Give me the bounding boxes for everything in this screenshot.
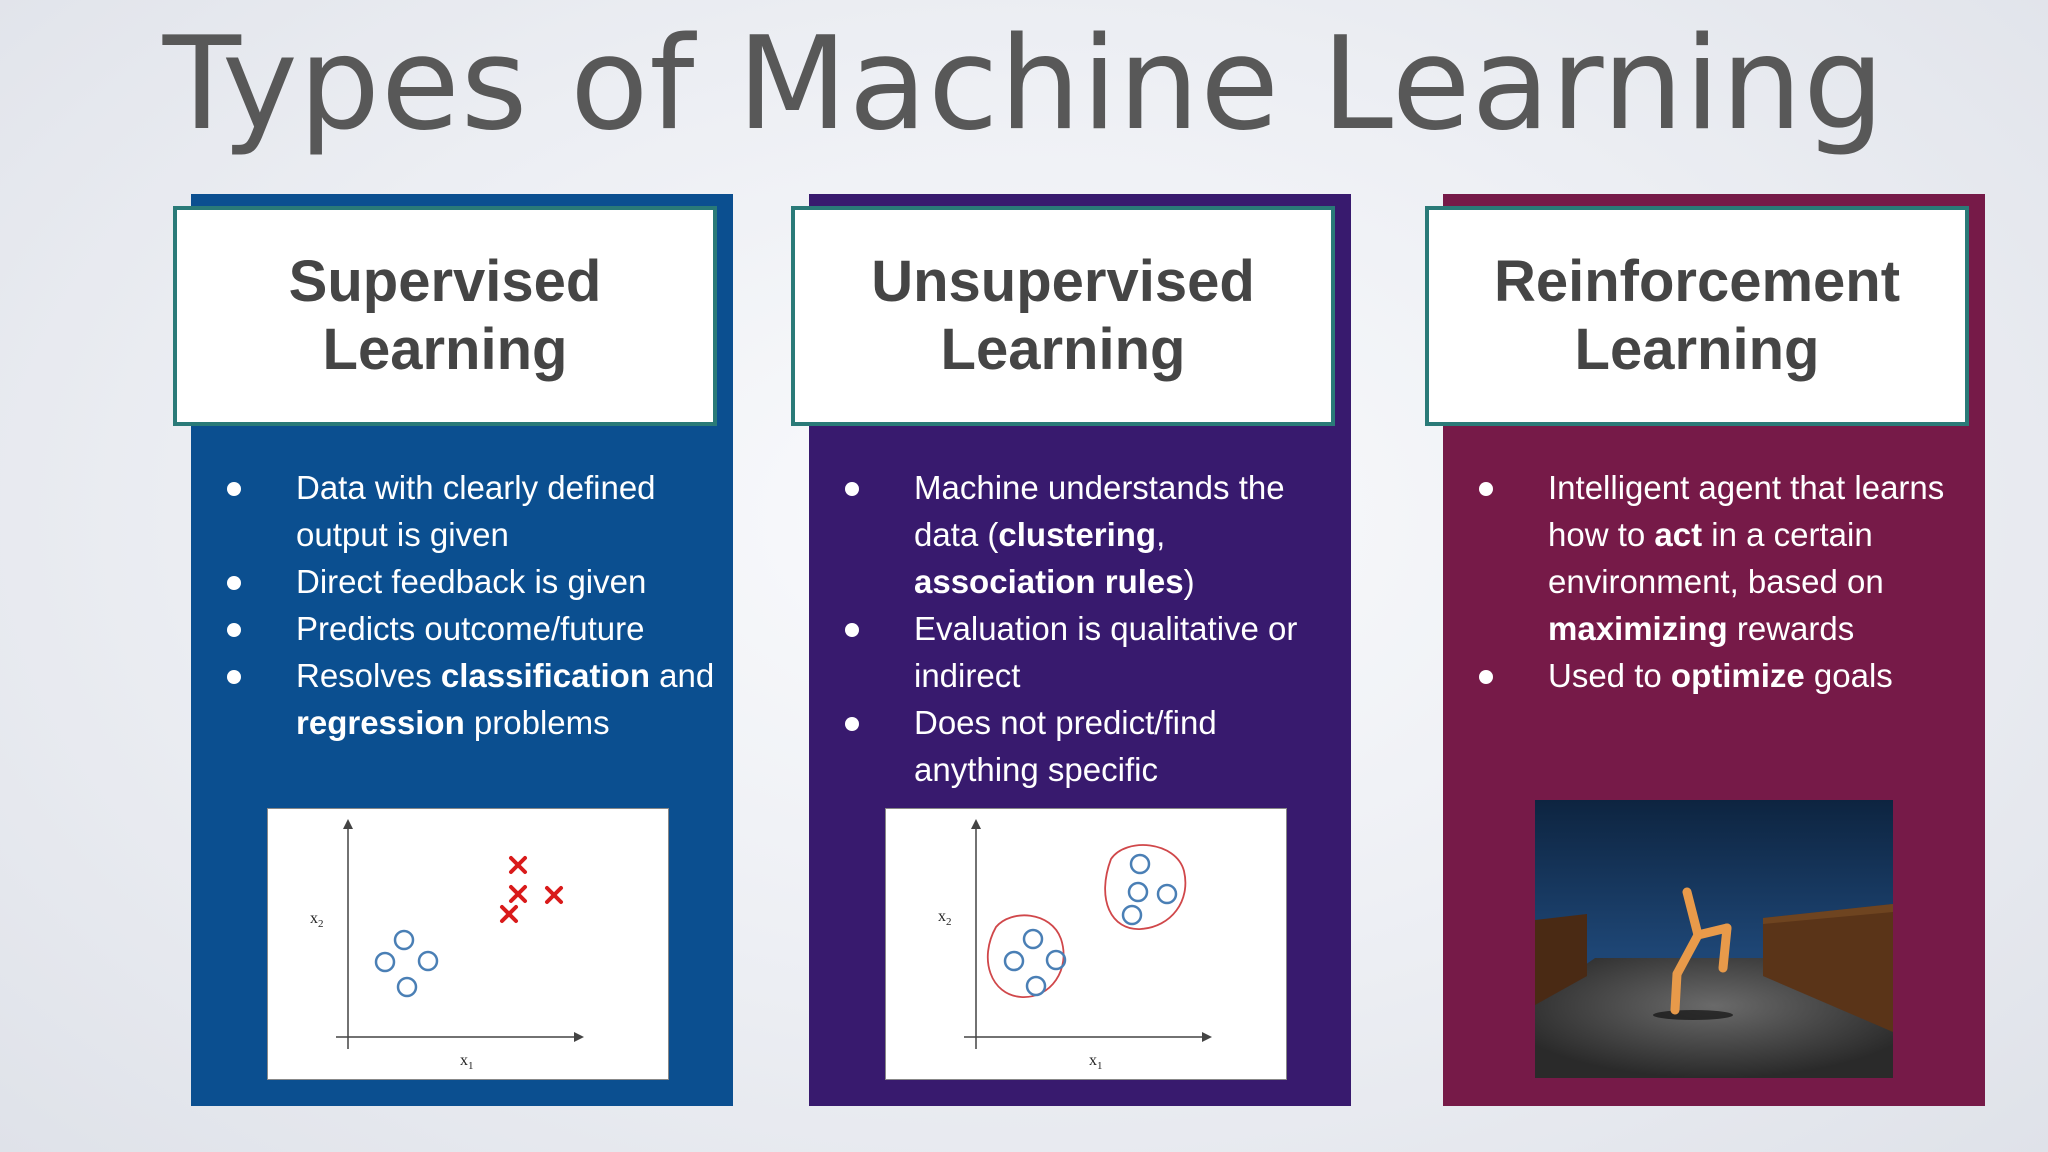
class-a-point	[396, 976, 418, 998]
unsupervised-header-box: Unsupervised Learning	[791, 206, 1335, 426]
unsupervised-bullet-list: Machine understands the data (clustering…	[809, 464, 1351, 793]
x-axis-arrowhead	[1202, 1032, 1212, 1042]
bold-term: optimize	[1670, 657, 1805, 694]
bullet-text: )	[1183, 563, 1195, 600]
cluster-outline	[1104, 844, 1187, 930]
class-a-point	[374, 951, 396, 973]
bullet-text: Used to	[1548, 657, 1671, 694]
bullet-item: Machine understands the data (clustering…	[809, 464, 1351, 605]
x-axis-label: x1	[460, 1052, 474, 1072]
unsupervised-title-line1: Unsupervised	[871, 249, 1255, 314]
reinforcement-title-line1: Reinforcement	[1493, 249, 1901, 314]
class-a-point	[393, 929, 415, 951]
bullet-item: Does not predict/find anything specific	[809, 699, 1351, 793]
slide-title: Types of Machine Learning	[162, 10, 1886, 159]
class-b-point	[509, 885, 527, 903]
robot-shadow	[1653, 1010, 1733, 1020]
cluster-outline	[987, 914, 1065, 998]
data-point	[1127, 881, 1149, 903]
bold-term: classification	[440, 657, 650, 694]
bullet-text: Resolves	[296, 657, 441, 694]
bold-term: clustering	[998, 516, 1157, 553]
bullet-text: Does not predict/find anything specific	[914, 704, 1217, 788]
data-point	[1121, 904, 1143, 926]
data-point	[1025, 975, 1047, 997]
bullet-text: Data with clearly defined output is give…	[296, 469, 656, 553]
class-b-point	[500, 905, 518, 923]
y-axis-arrowhead	[343, 819, 353, 829]
data-point	[1045, 949, 1067, 971]
bullet-item: Predicts outcome/future	[191, 605, 733, 652]
bullet-text: Evaluation is qualitative or indirect	[914, 610, 1298, 694]
bold-term: association rules	[914, 563, 1184, 600]
unsupervised-title-line2: Learning	[940, 317, 1186, 382]
bold-term: act	[1654, 516, 1703, 553]
supervised-bullet-list: Data with clearly defined output is give…	[191, 464, 733, 746]
bullet-item: Used to optimize goals	[1443, 652, 1985, 699]
supervised-title-line2: Learning	[322, 317, 568, 382]
reinforcement-header-box: Reinforcement Learning	[1425, 206, 1969, 426]
bullet-text: Intelligent agent that learns how to	[1548, 469, 1945, 553]
bullet-item: Resolves classification and regression p…	[191, 652, 733, 746]
class-b-point	[545, 886, 563, 904]
reinforcement-title-line2: Learning	[1574, 317, 1820, 382]
class-a-point	[417, 950, 439, 972]
unsupervised-learning-panel: Unsupervised Learning Machine understand…	[791, 194, 1351, 1106]
robot-simulation-image	[1535, 800, 1893, 1078]
class-b-point	[509, 856, 527, 874]
supervised-scatter-plot: x2 x1	[267, 808, 669, 1080]
bullet-text: ,	[1156, 516, 1166, 553]
bullet-text: problems	[464, 704, 610, 741]
data-point	[1129, 853, 1151, 875]
bullet-item: Direct feedback is given	[191, 558, 733, 605]
bullet-text: Machine understands the data (	[914, 469, 1285, 553]
bullet-item: Data with clearly defined output is give…	[191, 464, 733, 558]
bullet-item: Intelligent agent that learns how to act…	[1443, 464, 1985, 652]
bullet-text: rewards	[1727, 610, 1855, 647]
x-axis-label: x1	[1089, 1052, 1103, 1072]
bold-term: regression	[296, 704, 465, 741]
unsupervised-cluster-plot: x2 x1	[885, 808, 1287, 1080]
bullet-text: Predicts outcome/future	[296, 610, 645, 647]
x-axis-arrowhead	[574, 1032, 584, 1042]
walker-robot	[1670, 887, 1732, 1015]
bullet-text: and	[649, 657, 715, 694]
data-point	[1003, 950, 1025, 972]
reinforcement-learning-panel: Reinforcement Learning Intelligent agent…	[1425, 194, 1985, 1106]
bullet-item: Evaluation is qualitative or indirect	[809, 605, 1351, 699]
reinforcement-bullet-list: Intelligent agent that learns how to act…	[1443, 464, 1985, 699]
supervised-learning-panel: Supervised Learning Data with clearly de…	[173, 194, 733, 1106]
bullet-text: Direct feedback is given	[296, 563, 647, 600]
supervised-title-line1: Supervised	[288, 249, 602, 314]
bullet-text: goals	[1804, 657, 1893, 694]
supervised-header-box: Supervised Learning	[173, 206, 717, 426]
y-axis-label: x2	[938, 908, 952, 928]
y-axis-arrowhead	[971, 819, 981, 829]
right-wall	[1763, 904, 1893, 1032]
data-point	[1022, 928, 1044, 950]
data-point	[1156, 883, 1178, 905]
bullet-text: in a certain environment, based on	[1548, 516, 1884, 600]
y-axis-label: x2	[310, 910, 324, 930]
right-wall-top	[1763, 904, 1893, 924]
left-wall	[1535, 914, 1587, 1005]
bold-term: maximizing	[1548, 610, 1728, 647]
